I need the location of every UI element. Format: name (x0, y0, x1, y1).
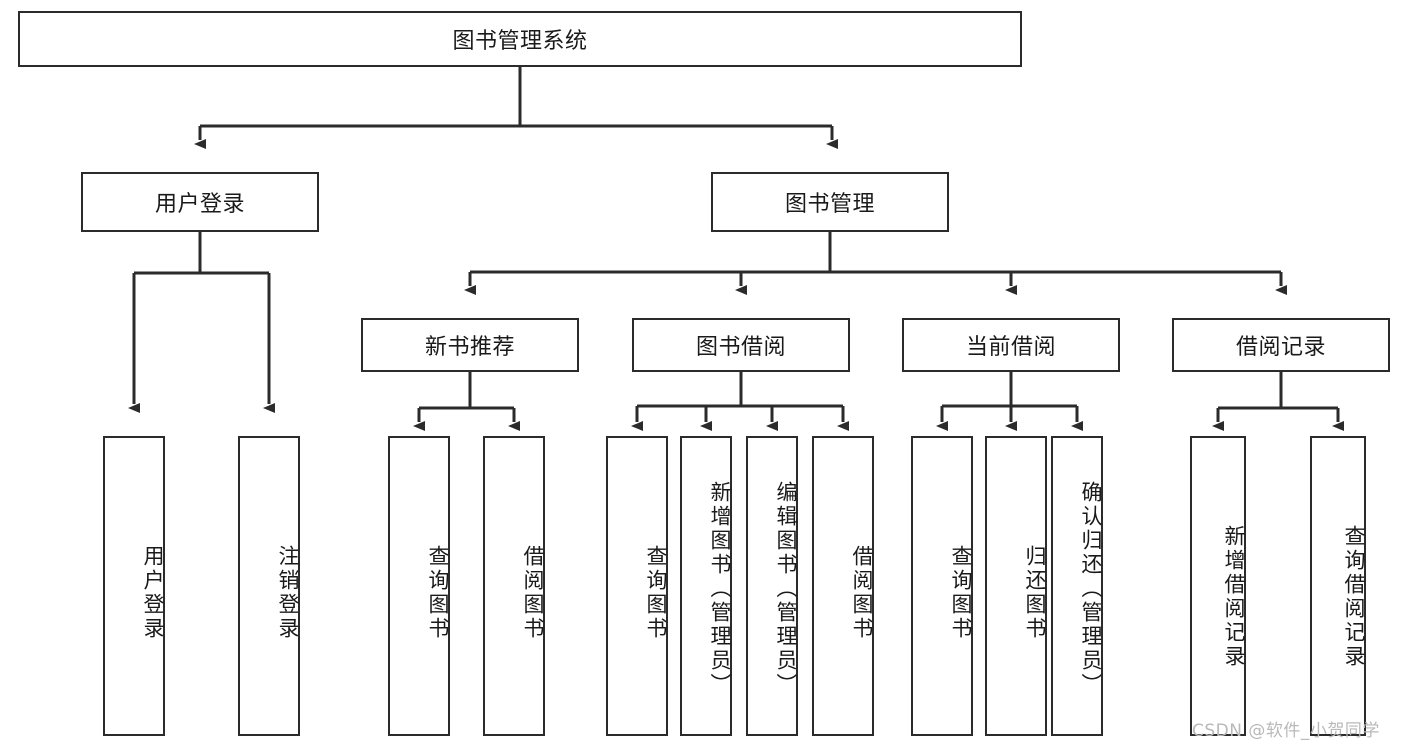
node-new-book-recommend[interactable]: 新书推荐 (361, 318, 579, 372)
node-leaf-borrow-book-1[interactable]: 借阅图书 (483, 436, 545, 736)
node-leaf-add-book-label: 新增图书（管理员） (708, 481, 732, 697)
node-book-manage-label: 图书管理 (784, 192, 875, 217)
node-leaf-confirm-return-label: 确认归还（管理员） (1079, 481, 1103, 697)
node-book-manage[interactable]: 图书管理 (711, 172, 949, 232)
node-root[interactable]: 图书管理系统 (18, 11, 1022, 67)
node-user-login[interactable]: 用户登录 (81, 172, 319, 232)
node-leaf-user-login-label: 用户登录 (141, 545, 165, 641)
node-leaf-borrow-book-2[interactable]: 借阅图书 (812, 436, 874, 736)
node-new-book-recommend-label: 新书推荐 (424, 335, 515, 360)
node-current-borrow[interactable]: 当前借阅 (902, 318, 1120, 372)
watermark-text: CSDN @软件_小贺同学 (1192, 721, 1380, 741)
node-book-borrow-label: 图书借阅 (695, 335, 786, 360)
node-current-borrow-label: 当前借阅 (965, 335, 1056, 360)
node-borrow-record[interactable]: 借阅记录 (1172, 318, 1390, 372)
node-book-borrow[interactable]: 图书借阅 (632, 318, 850, 372)
node-leaf-add-record-label: 新增借阅记录 (1222, 525, 1246, 669)
node-leaf-query-record[interactable]: 查询借阅记录 (1310, 436, 1366, 736)
node-borrow-record-label: 借阅记录 (1235, 335, 1326, 360)
node-leaf-query-book-3-label: 查询图书 (949, 545, 973, 641)
node-leaf-query-record-label: 查询借阅记录 (1342, 525, 1366, 669)
node-leaf-edit-book-label: 编辑图书（管理员） (774, 481, 798, 697)
node-leaf-user-login[interactable]: 用户登录 (103, 436, 165, 736)
node-leaf-logout[interactable]: 注销登录 (238, 436, 300, 736)
node-leaf-add-book[interactable]: 新增图书（管理员） (680, 436, 732, 736)
node-user-login-label: 用户登录 (154, 192, 245, 217)
node-leaf-borrow-book-2-label: 借阅图书 (850, 545, 874, 641)
node-leaf-return-book[interactable]: 归还图书 (985, 436, 1047, 736)
node-leaf-add-record[interactable]: 新增借阅记录 (1190, 436, 1246, 736)
node-leaf-return-book-label: 归还图书 (1023, 545, 1047, 641)
node-leaf-confirm-return[interactable]: 确认归还（管理员） (1051, 436, 1103, 736)
node-leaf-query-book-2-label: 查询图书 (644, 545, 668, 641)
node-root-label: 图书管理系统 (452, 29, 588, 54)
node-leaf-borrow-book-1-label: 借阅图书 (521, 545, 545, 641)
node-leaf-edit-book[interactable]: 编辑图书（管理员） (746, 436, 798, 736)
node-leaf-query-book-3[interactable]: 查询图书 (911, 436, 973, 736)
node-leaf-query-book-1[interactable]: 查询图书 (388, 436, 450, 736)
node-leaf-query-book-2[interactable]: 查询图书 (606, 436, 668, 736)
node-leaf-logout-label: 注销登录 (276, 545, 300, 641)
node-leaf-query-book-1-label: 查询图书 (426, 545, 450, 641)
